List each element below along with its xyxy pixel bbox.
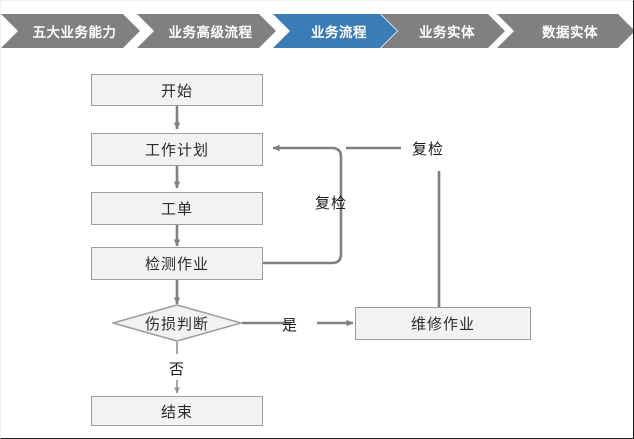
breadcrumb-step-2-label: 业务高级流程 xyxy=(168,25,253,40)
breadcrumb-step-5-label: 数据实体 xyxy=(542,25,598,40)
edge-label-recheck-outer: 复检 xyxy=(412,141,445,158)
edge-label-no: 否 xyxy=(169,361,186,378)
node-repair[interactable]: 维修作业 xyxy=(355,307,531,340)
edge-label-recheck-inner: 复检 xyxy=(315,195,348,212)
node-start[interactable]: 开始 xyxy=(91,74,263,106)
breadcrumb-step-3-label: 业务流程 xyxy=(311,25,367,40)
node-repair-label: 维修作业 xyxy=(410,316,475,333)
breadcrumb-step-5[interactable]: 数据实体 xyxy=(497,14,634,48)
node-work-plan[interactable]: 工作计划 xyxy=(91,133,263,166)
breadcrumb-step-4-label: 业务实体 xyxy=(419,25,475,40)
breadcrumb-step-3-active[interactable]: 业务流程 xyxy=(273,14,397,48)
node-work-order[interactable]: 工单 xyxy=(91,192,263,225)
edge-label-yes: 是 xyxy=(282,317,299,334)
breadcrumb-step-2[interactable]: 业务高级流程 xyxy=(137,14,276,48)
breadcrumb: 五大业务能力 业务高级流程 业务流程 业务实体 数据实体 xyxy=(1,14,634,48)
node-work-order-label: 工单 xyxy=(160,201,193,218)
node-decision-label: 伤损判断 xyxy=(144,315,209,333)
breadcrumb-step-4[interactable]: 业务实体 xyxy=(381,14,505,48)
node-end-label: 结束 xyxy=(160,403,193,421)
decision-diamond-shape xyxy=(112,304,242,342)
node-decision-damage[interactable]: 伤损判断 xyxy=(112,304,242,342)
node-start-label: 开始 xyxy=(160,82,193,100)
node-work-plan-label: 工作计划 xyxy=(144,142,209,159)
node-inspection[interactable]: 检测作业 xyxy=(91,247,263,280)
node-end[interactable]: 结束 xyxy=(91,396,263,426)
node-inspection-label: 检测作业 xyxy=(144,256,209,273)
breadcrumb-step-1-label: 五大业务能力 xyxy=(32,25,117,40)
breadcrumb-step-1[interactable]: 五大业务能力 xyxy=(1,14,140,48)
